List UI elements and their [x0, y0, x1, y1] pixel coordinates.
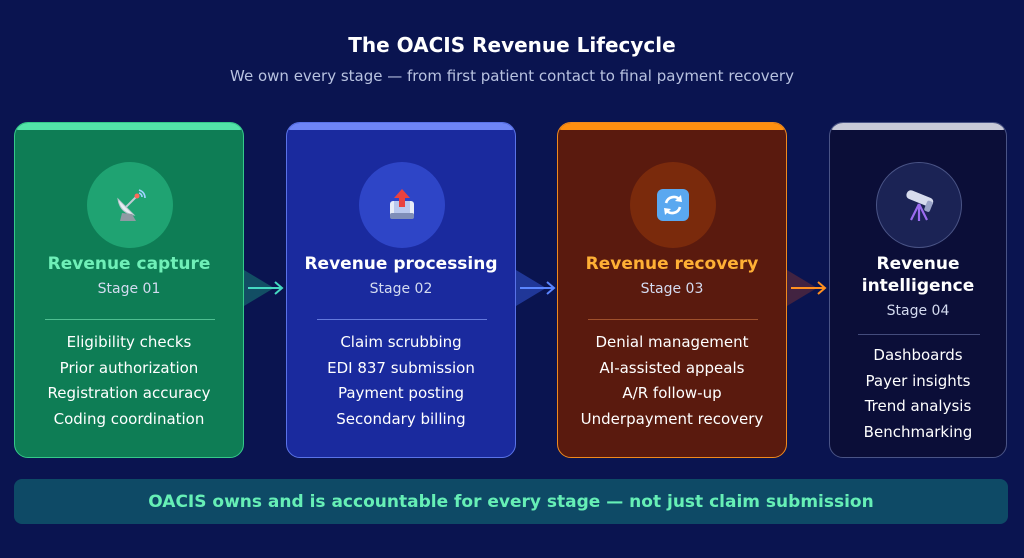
stage-item-list: Dashboards Payer insights Trend analysis…	[830, 343, 1006, 445]
list-item: Payment posting	[337, 384, 465, 402]
stage-number: Stage 03	[640, 281, 704, 297]
stage-name: Revenue processing	[304, 254, 498, 274]
page-subtitle: We own every stage — from first patient …	[230, 67, 794, 85]
accountability-banner: OACIS owns and is accountable for every …	[14, 479, 1008, 524]
stage-item-list: Claim scrubbing EDI 837 submission Payme…	[287, 330, 515, 432]
satellite-dish-icon	[117, 189, 146, 221]
icon-badge	[87, 162, 173, 248]
icon-badge	[876, 162, 962, 248]
icon-badge	[359, 162, 445, 248]
divider	[588, 319, 758, 320]
page-title: The OACIS Revenue Lifecycle	[348, 33, 676, 57]
stage-number: Stage 02	[369, 281, 433, 297]
banner-text: OACIS owns and is accountable for every …	[148, 491, 874, 512]
stage-name-line-1: Revenue	[876, 254, 960, 274]
list-item: Eligibility checks	[66, 333, 192, 351]
list-item: Registration accuracy	[47, 384, 211, 402]
arrow-connector-1	[244, 270, 284, 306]
list-item: Secondary billing	[336, 409, 466, 428]
list-item: Prior authorization	[59, 358, 199, 377]
arrow-connector-3	[787, 270, 827, 306]
stage-item-list: Denial management AI-assisted appeals A/…	[558, 330, 786, 432]
telescope-icon	[906, 190, 934, 221]
list-item: EDI 837 submission	[327, 358, 475, 377]
list-item: Claim scrubbing	[340, 333, 462, 351]
list-item: AI-assisted appeals	[599, 358, 745, 377]
outbox-tray-icon	[390, 189, 414, 219]
icon-badge	[630, 162, 716, 248]
card-accent-bar	[830, 123, 1006, 130]
list-item: Coding coordination	[53, 409, 205, 428]
stage-name: Revenue intelligence	[830, 253, 1006, 297]
stage-card-revenue-capture: Revenue capture Stage 01 Eligibility che…	[14, 122, 244, 458]
list-item: Payer insights	[865, 371, 971, 390]
stage-name-line-2: intelligence	[861, 276, 975, 296]
stage-name: Revenue capture	[47, 254, 211, 274]
card-accent-bar	[287, 123, 515, 130]
stage-card-revenue-processing: Revenue processing Stage 02 Claim scrubb…	[286, 122, 516, 458]
card-accent-bar	[15, 123, 243, 130]
list-item: Trend analysis	[864, 397, 972, 415]
stage-card-revenue-intelligence: Revenue intelligence Stage 04 Dashboards…	[829, 122, 1007, 458]
list-item: Denial management	[595, 333, 749, 351]
refresh-arrows-icon	[657, 189, 689, 221]
stage-item-list: Eligibility checks Prior authorization R…	[15, 330, 243, 432]
list-item: Underpayment recovery	[580, 409, 764, 428]
list-item: Benchmarking	[863, 422, 973, 441]
divider	[45, 319, 215, 320]
stage-name: Revenue recovery	[585, 254, 759, 274]
card-accent-bar	[558, 123, 786, 130]
divider	[858, 334, 980, 335]
list-item: Dashboards	[873, 346, 963, 364]
stage-number: Stage 01	[97, 281, 161, 297]
divider	[317, 319, 487, 320]
stage-card-revenue-recovery: Revenue recovery Stage 03 Denial managem…	[557, 122, 787, 458]
arrow-connector-2	[516, 270, 556, 306]
list-item: A/R follow-up	[622, 384, 722, 402]
stage-number: Stage 04	[886, 303, 950, 319]
